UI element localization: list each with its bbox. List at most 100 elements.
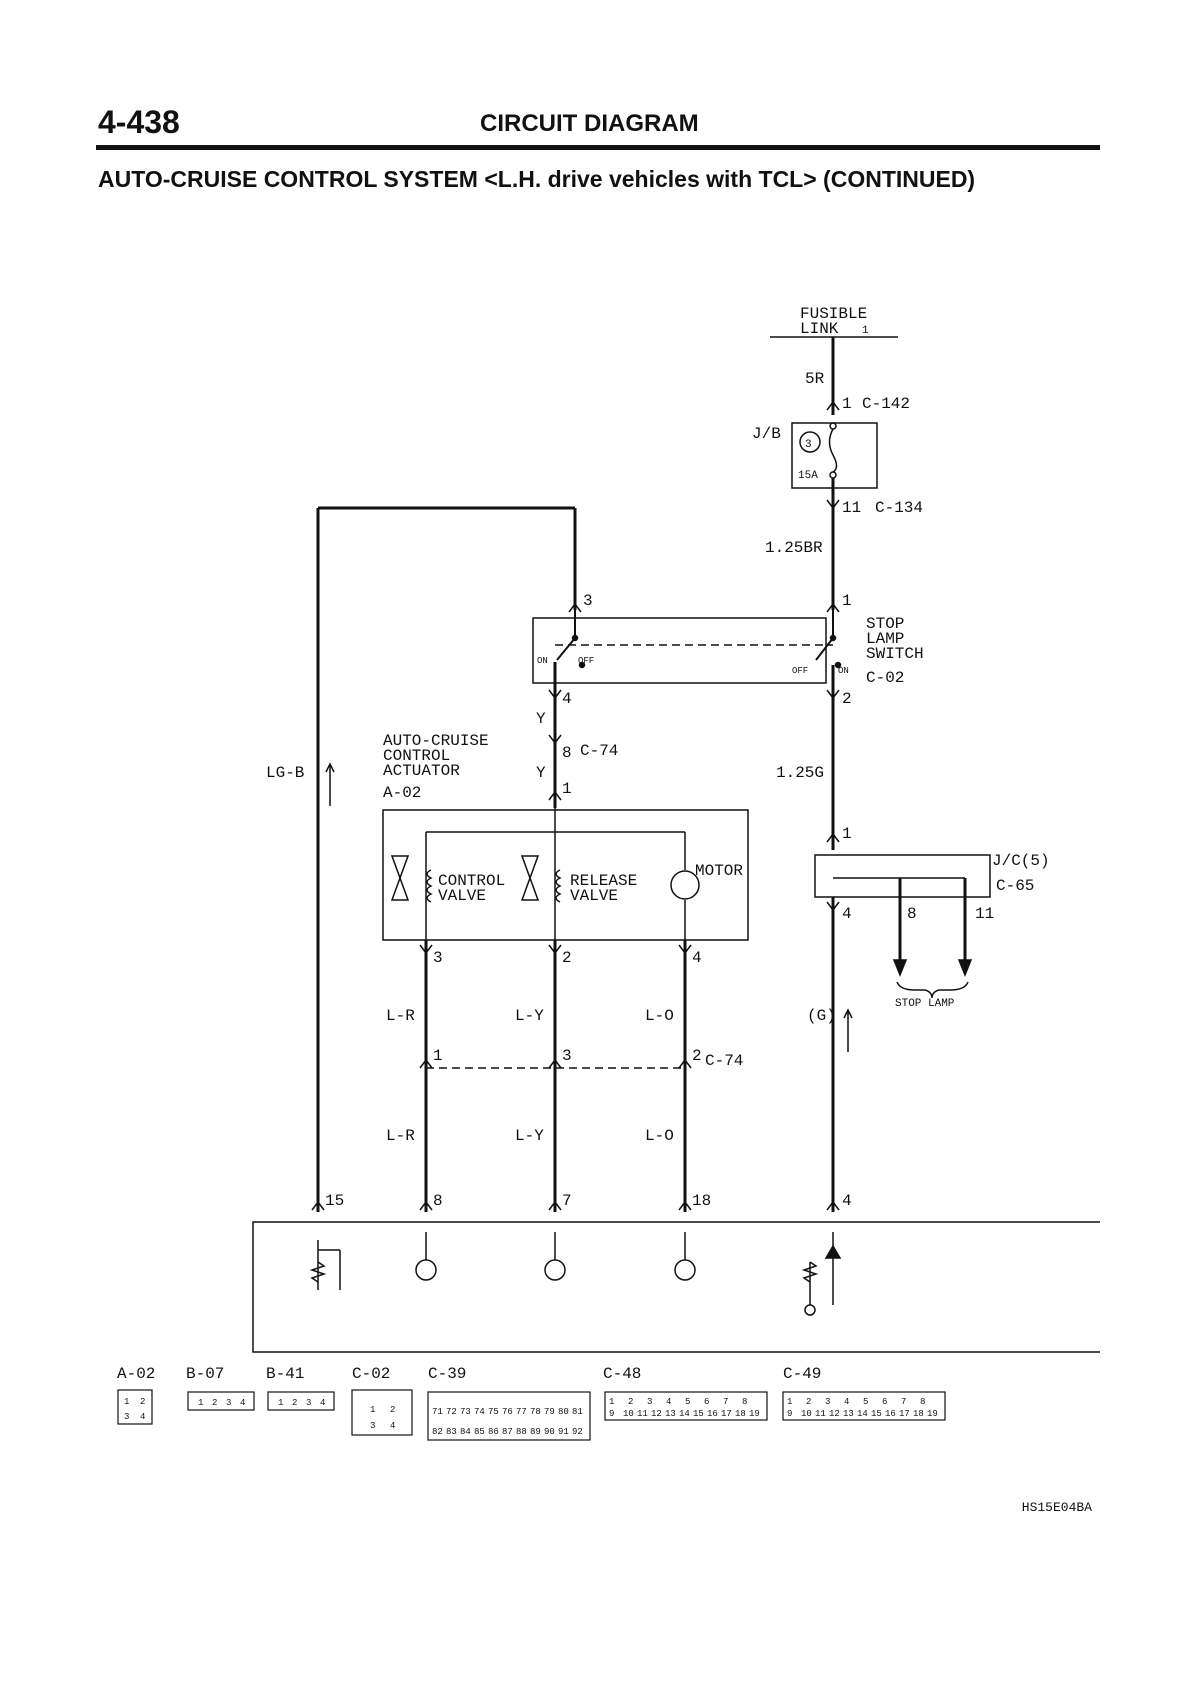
connector-pin: 11 bbox=[815, 1409, 826, 1419]
svg-text:3: 3 bbox=[124, 1412, 129, 1422]
svg-text:2: 2 bbox=[140, 1397, 145, 1407]
switch-blade-right bbox=[815, 637, 834, 661]
svg-text:L-R: L-R bbox=[386, 1127, 415, 1145]
connector-pin: 75 bbox=[488, 1407, 499, 1417]
section-title: CIRCUIT DIAGRAM bbox=[480, 110, 699, 137]
connector-pin: 74 bbox=[474, 1407, 485, 1417]
svg-text:2: 2 bbox=[292, 1398, 297, 1408]
wire-label-lg-b: LG-B bbox=[266, 764, 304, 782]
connector-c49 bbox=[782, 1391, 946, 1421]
connector-pin: 73 bbox=[460, 1407, 471, 1417]
svg-text:OFF: OFF bbox=[578, 656, 594, 666]
svg-text:2: 2 bbox=[562, 949, 572, 967]
legend-label-c39: C-39 bbox=[428, 1365, 466, 1383]
connector-pin: 87 bbox=[502, 1427, 513, 1437]
svg-text:ON: ON bbox=[838, 666, 849, 676]
wire-label-1-25g: 1.25G bbox=[776, 764, 824, 782]
wire-label-y: Y bbox=[536, 710, 546, 728]
connector-pin: 4 bbox=[844, 1397, 849, 1407]
svg-text:8: 8 bbox=[907, 905, 917, 923]
fusible-link-label: FUSIBLE bbox=[800, 305, 867, 323]
svg-text:1: 1 bbox=[370, 1405, 375, 1415]
connector-pin: 80 bbox=[558, 1407, 569, 1417]
svg-text:OFF: OFF bbox=[792, 666, 808, 676]
svg-text:1: 1 bbox=[842, 395, 852, 413]
connector-pin: 86 bbox=[488, 1427, 499, 1437]
svg-text:8: 8 bbox=[562, 744, 572, 762]
svg-text:1: 1 bbox=[278, 1398, 283, 1408]
connector-pin: 14 bbox=[857, 1409, 868, 1419]
svg-text:4: 4 bbox=[562, 690, 572, 708]
connector-pin: 79 bbox=[544, 1407, 555, 1417]
connector-pin: 2 bbox=[806, 1397, 811, 1407]
svg-text:4: 4 bbox=[842, 1192, 852, 1210]
page-number: 4-438 bbox=[98, 104, 180, 140]
connector-label-c142: C-142 bbox=[862, 395, 910, 413]
connector-pin: 16 bbox=[885, 1409, 896, 1419]
svg-text:1: 1 bbox=[842, 825, 852, 843]
jb-label: J/B bbox=[752, 425, 781, 443]
connector-pin: 82 bbox=[432, 1427, 443, 1437]
connector-pin: 17 bbox=[899, 1409, 910, 1419]
connector-pin: 18 bbox=[913, 1409, 924, 1419]
svg-text:ACTUATOR: ACTUATOR bbox=[383, 762, 460, 780]
connector-pin: 7 bbox=[723, 1397, 728, 1407]
connector-pin: 13 bbox=[843, 1409, 854, 1419]
connector-pin: 12 bbox=[829, 1409, 840, 1419]
svg-text:3: 3 bbox=[370, 1421, 375, 1431]
connector-b41 bbox=[267, 1391, 335, 1411]
svg-text:3: 3 bbox=[583, 592, 593, 610]
svg-text:Y: Y bbox=[536, 764, 546, 782]
svg-text:VALVE: VALVE bbox=[438, 887, 486, 905]
svg-text:ON: ON bbox=[537, 656, 548, 666]
transistor-icon-2 bbox=[544, 1259, 566, 1281]
stop-lamp-switch-box bbox=[532, 617, 827, 684]
svg-text:8: 8 bbox=[433, 1192, 443, 1210]
connector-pin: 1 bbox=[787, 1397, 792, 1407]
connector-a02 bbox=[117, 1389, 153, 1425]
connector-pin: 15 bbox=[693, 1409, 704, 1419]
connector-pin: 84 bbox=[460, 1427, 471, 1437]
connector-pin: 81 bbox=[572, 1407, 583, 1417]
wire-label-l-o: L-O bbox=[645, 1007, 674, 1025]
connector-pin: 14 bbox=[679, 1409, 690, 1419]
connector-pin: 1 bbox=[609, 1397, 614, 1407]
connector-pin: 18 bbox=[735, 1409, 746, 1419]
legend-label-b41: B-41 bbox=[266, 1365, 304, 1383]
connector-c02 bbox=[351, 1389, 413, 1436]
connector-pin: 9 bbox=[787, 1409, 792, 1419]
connector-pin: 92 bbox=[572, 1427, 583, 1437]
svg-text:2: 2 bbox=[212, 1398, 217, 1408]
connector-b07 bbox=[187, 1391, 255, 1411]
svg-text:2: 2 bbox=[390, 1405, 395, 1415]
header-rule bbox=[96, 145, 1100, 150]
svg-text:1: 1 bbox=[842, 592, 852, 610]
fuse-amperage: 15A bbox=[798, 470, 818, 482]
wire-label-5r: 5R bbox=[805, 370, 825, 388]
svg-text:4: 4 bbox=[692, 949, 702, 967]
svg-text:L-O: L-O bbox=[645, 1127, 674, 1145]
connector-pin: 5 bbox=[863, 1397, 868, 1407]
svg-text:1: 1 bbox=[198, 1398, 203, 1408]
connector-pin: 77 bbox=[516, 1407, 527, 1417]
connector-pin: 9 bbox=[609, 1409, 614, 1419]
svg-text:1: 1 bbox=[562, 780, 572, 798]
release-valve-coil-icon bbox=[555, 869, 562, 903]
legend-label-a02: A-02 bbox=[117, 1365, 155, 1383]
fuse-number-circle bbox=[799, 431, 821, 453]
transistor-icon-1 bbox=[415, 1259, 437, 1281]
svg-text:18: 18 bbox=[692, 1192, 711, 1210]
connector-pin: 19 bbox=[749, 1409, 760, 1419]
connector-pin: 2 bbox=[628, 1397, 633, 1407]
wire-label-1-25br: 1.25BR bbox=[765, 539, 823, 557]
connector-label-c134: C-134 bbox=[875, 499, 923, 517]
connector-pin: 89 bbox=[530, 1427, 541, 1437]
svg-text:11: 11 bbox=[975, 905, 994, 923]
svg-text:SWITCH: SWITCH bbox=[866, 645, 924, 663]
connector-pin: 19 bbox=[927, 1409, 938, 1419]
